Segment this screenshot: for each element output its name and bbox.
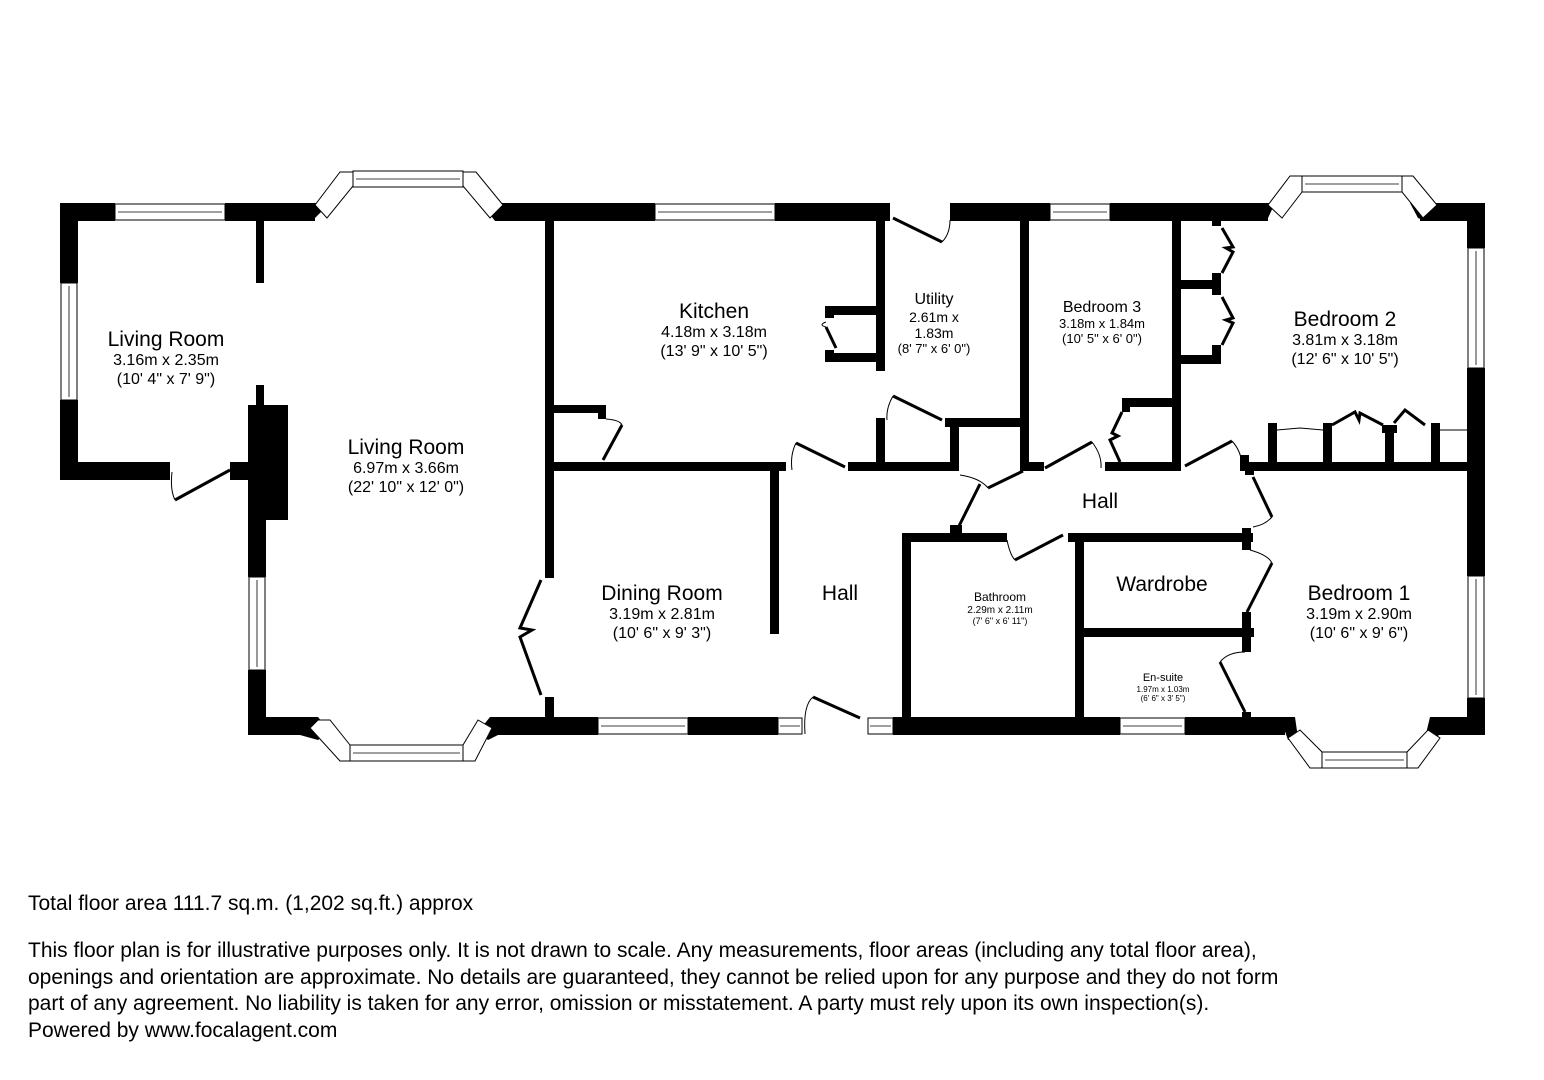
room-dimensions-metric: 2.29m x 2.11m	[967, 604, 1033, 616]
room-label-en-suite: En-suite 1.97m x 1.03m (6' 6" x 3' 5")	[1137, 672, 1190, 703]
disclaimer-line: part of any agreement. No liability is t…	[28, 992, 1210, 1015]
room-name: Living Room	[347, 436, 465, 459]
room-label-dining-room: Dining Room 3.19m x 2.81m (10' 6" x 9' 3…	[601, 582, 722, 643]
room-name: Bedroom 3	[1062, 299, 1142, 316]
room-dimensions-imperial: (10' 5" x 6' 0")	[1062, 331, 1142, 347]
room-dimensions-imperial: (12' 6" x 10' 5")	[1291, 350, 1399, 368]
room-dimensions-imperial: (10' 6" x 9' 3")	[612, 624, 712, 642]
room-dimensions-imperial: (7' 6" x 6' 11")	[972, 616, 1028, 627]
room-dimensions-metric: 3.18m x 1.84m	[1059, 316, 1145, 332]
room-label-wardrobe: Wardrobe	[1116, 573, 1207, 597]
powered-by-credit: Powered by www.focalagent.com	[28, 1018, 338, 1042]
room-dimensions-imperial: (10' 6" x 9' 6")	[1309, 624, 1409, 642]
room-label-hall-east: Hall	[1082, 490, 1118, 514]
room-dimensions-metric: 6.97m x 3.66m	[353, 460, 459, 478]
room-name: Kitchen	[678, 300, 750, 323]
exterior-walls	[60, 203, 1485, 740]
room-label-living-room-large: Living Room 6.97m x 3.66m (22' 10" x 12'…	[348, 436, 465, 497]
room-dimensions-imperial: (22' 10" x 12' 0")	[347, 478, 465, 496]
room-name: Dining Room	[601, 582, 723, 605]
total-floor-area: Total floor area 111.7 sq.m. (1,202 sq.f…	[28, 892, 474, 915]
floor-plan-drawing	[60, 170, 1485, 769]
room-dimensions-metric: 3.19m x 2.90m	[1306, 606, 1412, 624]
disclaimer-line: openings and orientation are approximate…	[28, 965, 1279, 989]
room-label-bedroom-2: Bedroom 2 3.81m x 3.18m (12' 6" x 10' 5"…	[1291, 308, 1398, 369]
room-name: Bathroom	[973, 590, 1027, 604]
room-dimensions-metric: 2.61m x	[909, 309, 959, 326]
room-name: Bedroom 2	[1293, 308, 1397, 331]
room-label-utility: Utility 2.61m x 1.83m (8' 7" x 6' 0")	[898, 291, 971, 357]
room-label-living-room-small: Living Room 3.16m x 2.35m (10' 4" x 7' 9…	[108, 328, 225, 389]
room-label-kitchen: Kitchen 4.18m x 3.18m (13' 9" x 10' 5")	[660, 300, 767, 361]
room-dimensions-metric: 1.97m x 1.03m	[1136, 684, 1190, 694]
room-name: Bedroom 1	[1307, 582, 1411, 605]
room-dimensions-metric: 3.81m x 3.18m	[1292, 332, 1398, 350]
room-name: En-suite	[1142, 672, 1184, 684]
room-dimensions-metric: 3.19m x 2.81m	[609, 606, 715, 624]
room-name: Wardrobe	[1116, 573, 1208, 596]
windows	[60, 170, 1485, 769]
room-name: Utility	[914, 291, 954, 308]
room-dimensions-imperial: (13' 9" x 10' 5")	[660, 342, 768, 360]
interior-walls	[545, 218, 1467, 720]
room-dimensions-imperial: (10' 4" x 7' 9")	[116, 370, 216, 388]
room-name: Hall	[1081, 490, 1119, 513]
doors	[170, 216, 1467, 735]
room-label-bedroom-3: Bedroom 3 3.18m x 1.84m (10' 5" x 6' 0")	[1059, 299, 1145, 347]
room-label-bathroom: Bathroom 2.29m x 2.11m (7' 6" x 6' 11")	[967, 590, 1033, 627]
room-dimensions-metric-line2: 1.83m	[914, 325, 954, 342]
room-dimensions-imperial: (6' 6" x 3' 5")	[1140, 693, 1186, 703]
room-dimensions-metric: 4.18m x 3.18m	[661, 324, 767, 342]
room-name: Hall	[821, 582, 859, 605]
room-label-hall-main: Hall	[822, 582, 858, 606]
room-label-bedroom-1: Bedroom 1 3.19m x 2.90m (10' 6" x 9' 6")	[1306, 582, 1412, 643]
floorplan-footer: Total floor area 111.7 sq.m. (1,202 sq.f…	[28, 892, 1528, 1044]
disclaimer-line: This floor plan is for illustrative purp…	[28, 939, 1257, 962]
room-dimensions-imperial: (8' 7" x 6' 0")	[897, 340, 971, 356]
room-name: Living Room	[107, 328, 225, 351]
room-dimensions-metric: 3.16m x 2.35m	[113, 352, 219, 370]
